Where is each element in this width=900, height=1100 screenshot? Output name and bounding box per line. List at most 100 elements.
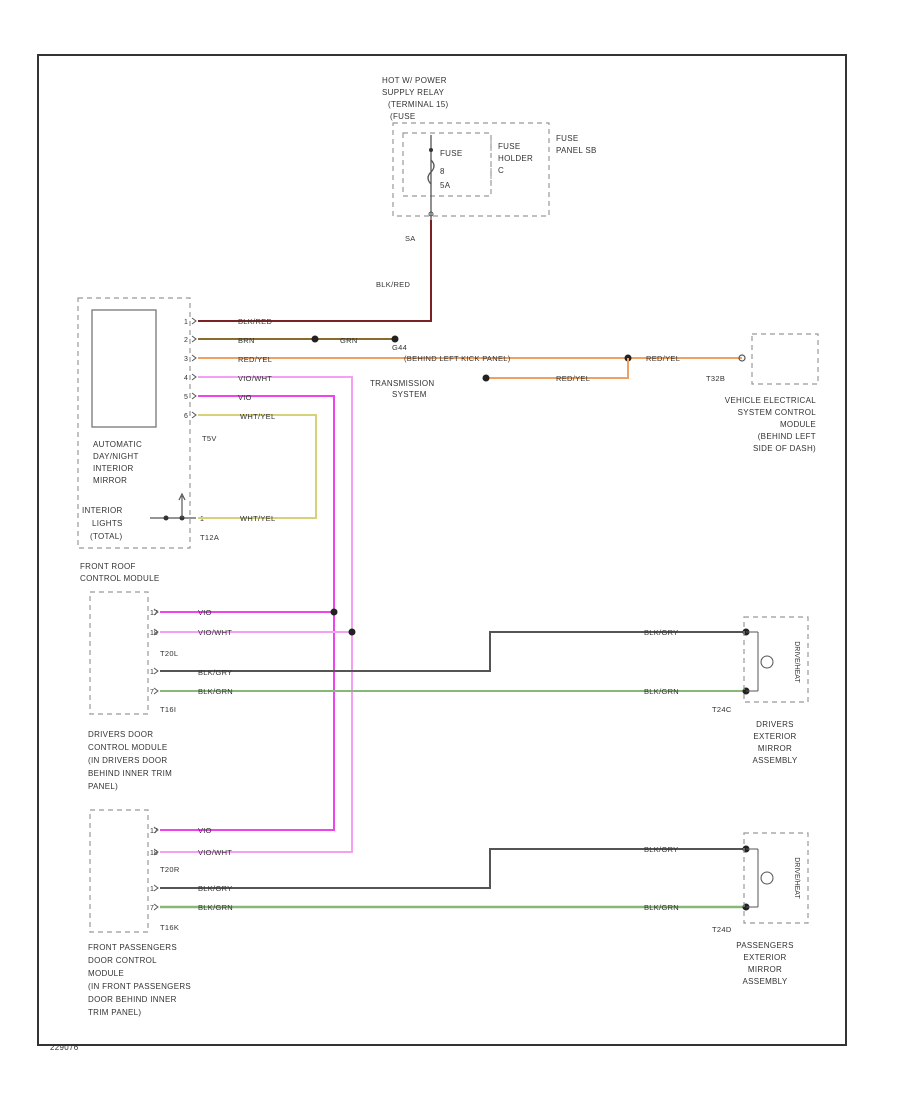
label-red-yel-vescm: RED/YEL xyxy=(646,354,680,363)
label-pas-vio: VIO xyxy=(198,826,212,835)
label-red-yel-note: (BEHIND LEFT KICK PANEL) xyxy=(404,354,511,363)
svg-text:VEHICLE ELECTRICAL: VEHICLE ELECTRICAL xyxy=(725,396,816,405)
pin-arrow xyxy=(153,687,159,695)
pin-number: 17 xyxy=(150,828,158,835)
interior-lights-switch xyxy=(150,492,196,521)
svg-text:(TERMINAL 15): (TERMINAL 15) xyxy=(388,100,449,109)
svg-text:PANEL SB: PANEL SB xyxy=(556,146,597,155)
label-pas-blk-gry: BLK/GRY xyxy=(198,884,232,893)
svg-text:TRANSMISSION: TRANSMISSION xyxy=(370,379,435,388)
svg-text:EXTERIOR: EXTERIOR xyxy=(753,732,796,741)
pin-number: 1 xyxy=(184,319,188,326)
label-pas-blk-grn: BLK/GRN xyxy=(198,903,233,912)
svg-text:MIRROR: MIRROR xyxy=(758,744,792,753)
fuse-pin-label: SA xyxy=(405,234,416,243)
pin-arrow xyxy=(153,903,159,911)
splice-drv-vio xyxy=(330,608,338,616)
svg-text:DRIVE/HEAT: DRIVE/HEAT xyxy=(793,641,800,683)
wire-red-yel-trans xyxy=(486,358,629,379)
label-drv-vio: VIO xyxy=(198,608,212,617)
svg-text:FUSE: FUSE xyxy=(498,142,521,151)
svg-text:SYSTEM CONTROL: SYSTEM CONTROL xyxy=(738,408,817,417)
interior-lights-pin: 1 xyxy=(200,516,204,523)
label-vio-wht: VIO/WHT xyxy=(238,374,272,383)
passenger-door-module-box xyxy=(89,809,149,933)
pin-number: 7 xyxy=(150,689,154,696)
pin-arrow xyxy=(191,392,197,400)
interior-mirror-label: AUTOMATIC DAY/NIGHT INTERIOR MIRROR xyxy=(93,440,142,485)
pin-arrow xyxy=(153,826,159,834)
pin-number: 2 xyxy=(184,337,188,344)
svg-text:HOLDER: HOLDER xyxy=(498,154,533,163)
label-pas-blk-grn-r: BLK/GRN xyxy=(644,903,679,912)
pin-number: 5 xyxy=(184,394,188,401)
label-brn: BRN xyxy=(238,336,255,345)
svg-text:FUSE: FUSE xyxy=(440,149,463,158)
svg-text:CONTROL MODULE: CONTROL MODULE xyxy=(88,743,167,752)
svg-text:ASSEMBLY: ASSEMBLY xyxy=(743,977,788,986)
label-blk-red: BLK/RED xyxy=(238,317,272,326)
pin-number: 3 xyxy=(184,356,188,363)
svg-text:PASSENGERS: PASSENGERS xyxy=(736,941,794,950)
passenger-mirror-box xyxy=(743,832,809,924)
label-wht-yel-1: WHT/YEL xyxy=(240,412,275,421)
label-pas-blk-gry-r: BLK/GRY xyxy=(644,845,678,854)
vescm-connector: T32B xyxy=(706,374,725,383)
driver-door-label: DRIVERS DOOR CONTROL MODULE (IN DRIVERS … xyxy=(88,730,172,791)
label-vio: VIO xyxy=(238,393,252,402)
diagram-border xyxy=(37,54,847,1046)
svg-text:PANEL): PANEL) xyxy=(88,782,118,791)
pin-number: 6 xyxy=(184,413,188,420)
pin-arrow xyxy=(153,884,159,892)
svg-text:EXTERIOR: EXTERIOR xyxy=(743,953,786,962)
label-drv-vio-wht: VIO/WHT xyxy=(198,628,232,637)
pin-number: 4 xyxy=(184,375,188,382)
pin-arrow xyxy=(191,335,197,343)
svg-text:INTERIOR: INTERIOR xyxy=(82,506,123,515)
svg-text:INTERIOR: INTERIOR xyxy=(93,464,134,473)
svg-text:MIRROR: MIRROR xyxy=(93,476,127,485)
svg-text:DOOR BEHIND INNER: DOOR BEHIND INNER xyxy=(88,995,177,1004)
svg-text:ASSEMBLY: ASSEMBLY xyxy=(753,756,798,765)
svg-text:8: 8 xyxy=(440,167,445,176)
vescm-label: VEHICLE ELECTRICAL SYSTEM CONTROL MODULE… xyxy=(725,396,816,453)
wire-pas-blk-gry xyxy=(160,848,746,889)
svg-text:SUPPLY RELAY: SUPPLY RELAY xyxy=(382,88,445,97)
svg-text:MODULE: MODULE xyxy=(88,969,124,978)
svg-text:DOOR CONTROL: DOOR CONTROL xyxy=(88,956,157,965)
transmission-point xyxy=(482,374,490,382)
svg-text:TRIM PANEL): TRIM PANEL) xyxy=(88,1008,141,1017)
driver-connector-b: T16I xyxy=(160,705,176,714)
pin-arrow xyxy=(191,373,197,381)
interior-lights-connector-t12a: T12A xyxy=(200,533,219,542)
pin-arrow xyxy=(191,354,197,362)
svg-text:SYSTEM: SYSTEM xyxy=(392,390,427,399)
pin-arrow xyxy=(153,608,159,616)
svg-text:DRIVERS: DRIVERS xyxy=(756,720,794,729)
splice-drv-vio-wht xyxy=(348,628,356,636)
pin-arrow xyxy=(191,317,197,325)
interior-mirror-body xyxy=(91,309,157,428)
interior-mirror-housing xyxy=(77,297,191,549)
ground-g44-point xyxy=(391,335,399,343)
fuse-8-label: FUSE 8 5A xyxy=(440,149,463,190)
passenger-connector-b: T16K xyxy=(160,923,179,932)
mirror-pins: 1 2 3 4 5 6 1 xyxy=(184,317,204,523)
fuse-panel-label: FUSE PANEL SB xyxy=(556,134,597,155)
passenger-door-label: FRONT PASSENGERS DOOR CONTROL MODULE (IN… xyxy=(88,943,191,1017)
ground-g44-label: G44 xyxy=(392,343,407,352)
svg-text:DRIVERS DOOR: DRIVERS DOOR xyxy=(88,730,153,739)
passenger-mirror-connector: T24D xyxy=(712,925,732,934)
svg-text:FRONT ROOF: FRONT ROOF xyxy=(80,562,136,571)
pin-number: 18 xyxy=(150,850,158,857)
label-wht-yel-2: WHT/YEL xyxy=(240,514,275,523)
diagram-footer-id: 229076 xyxy=(50,1043,79,1052)
svg-text:MODULE: MODULE xyxy=(780,420,816,429)
label-blk-red-vertical: BLK/RED xyxy=(376,280,410,289)
pin-number: 7 xyxy=(150,905,154,912)
svg-text:FRONT PASSENGERS: FRONT PASSENGERS xyxy=(88,943,177,952)
vescm-box xyxy=(751,333,819,385)
svg-text:FUSE: FUSE xyxy=(556,134,579,143)
svg-text:C: C xyxy=(498,166,504,175)
